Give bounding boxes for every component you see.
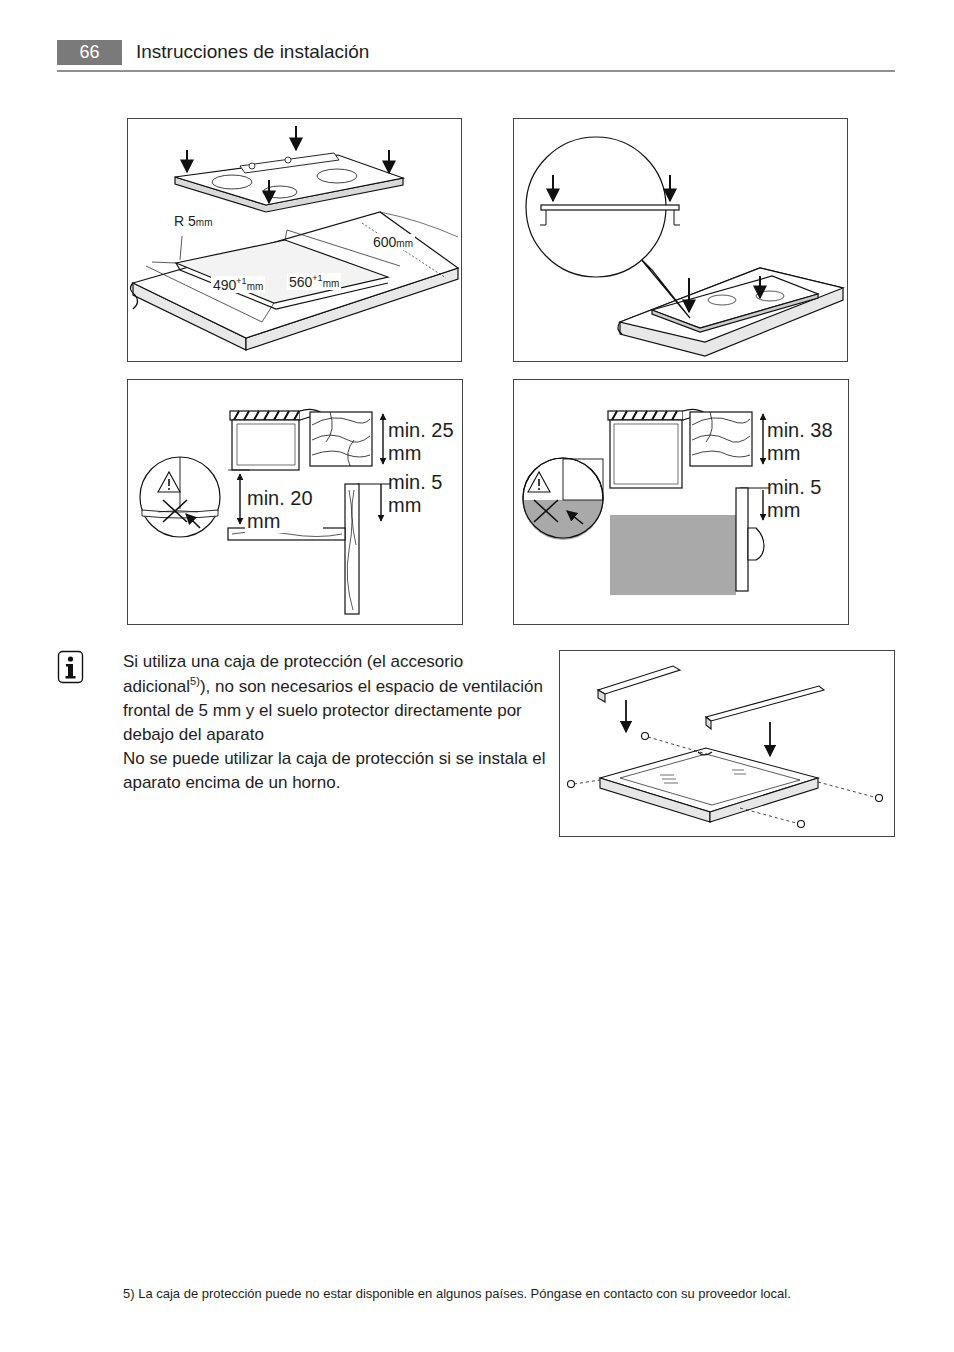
page-title: Instrucciones de instalación [136, 41, 369, 62]
clearance-dimension: min. 20 mm [247, 487, 313, 532]
radius-dimension: mm [196, 217, 213, 228]
clearance-dimension: min. 5 mm [767, 476, 821, 521]
width-dimension: 560 [289, 274, 312, 290]
width-dimension: +1 [236, 276, 246, 286]
clearance-dimension-group: min. 20 mm [245, 487, 323, 533]
radius-dimension-group: R 5mm [172, 213, 214, 229]
width-dimension: +1 [312, 273, 322, 283]
page-title-group: Instrucciones de instalación [136, 41, 369, 63]
width-dimension-group: 490+1mm [211, 276, 265, 293]
page-number: 66 [79, 42, 99, 62]
info-note: No se puede utilizar la caja de protecci… [123, 747, 551, 795]
width-dimension: mm [247, 281, 264, 292]
clearance-dimension: min. 5 mm [388, 471, 442, 516]
radius-dimension: R 5 [174, 213, 196, 229]
info-note-group: Si utiliza una caja de protección (el ac… [123, 650, 551, 795]
page-number-group: 66 [57, 42, 122, 63]
clearance-dimension-group: min. 25 mm [388, 419, 460, 465]
clearance-dimension-group: min. 5 mm [388, 471, 460, 517]
width-dimension-group: 560+1mm [287, 273, 341, 290]
clearance-dimension: min. 38 mm [767, 419, 833, 464]
footnote: 5) La caja de protección puede no estar … [123, 1286, 791, 1301]
depth-dimension: 600 [373, 234, 396, 250]
clearance-dimension-group: min. 5 mm [767, 476, 841, 522]
info-note: 5) [190, 675, 200, 687]
clearance-dimension-group: min. 38 mm [767, 419, 841, 465]
footnote-group: 5) La caja de protección puede no estar … [123, 1287, 903, 1302]
width-dimension: 490 [213, 277, 236, 293]
clearance-dimension: min. 25 mm [388, 419, 454, 464]
width-dimension: mm [323, 278, 340, 289]
depth-dimension-group: 600mm [371, 234, 415, 250]
depth-dimension: mm [396, 238, 413, 249]
